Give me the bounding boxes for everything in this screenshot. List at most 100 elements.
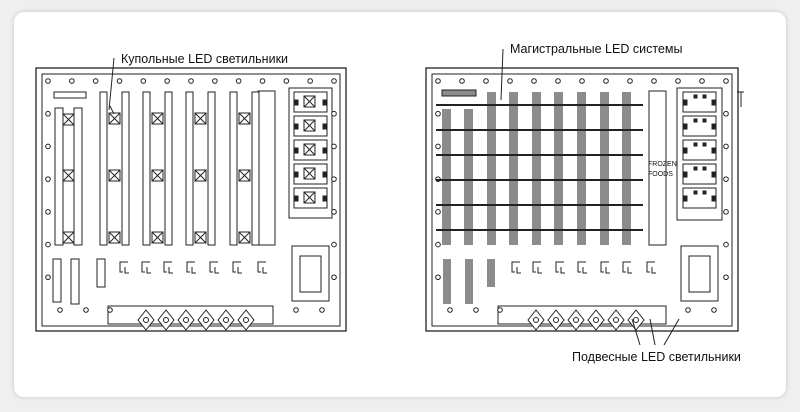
pendant-leader-2 — [649, 318, 656, 346]
left-dome-light — [303, 119, 316, 132]
left-dot-top — [45, 78, 51, 84]
right-freezer-tick — [702, 94, 707, 99]
right-dot-left — [435, 143, 441, 150]
right-dot-top — [555, 78, 561, 84]
right-checkout-box — [680, 245, 719, 302]
right-pendant-dot — [533, 317, 539, 323]
right-bottom-shelf-2 — [465, 259, 473, 304]
left-dome-light-diag-b — [151, 112, 164, 125]
pendant-leader-3 — [663, 318, 680, 346]
right-pendant-dot — [633, 317, 639, 323]
left-dome-light-diag-b — [194, 231, 207, 244]
right-floor-plan — [425, 67, 744, 332]
left-dot-right — [331, 143, 337, 150]
left-aisle-shelf-a — [229, 91, 238, 246]
right-bottom-shelf-3 — [487, 259, 495, 287]
left-hook-fixture — [119, 261, 129, 274]
left-aisle-shelf-a — [185, 91, 194, 246]
left-freezer-tick — [322, 123, 327, 130]
left-checkout-box — [291, 245, 330, 302]
left-freezer-tick — [294, 171, 299, 178]
right-dot-top — [651, 78, 657, 84]
right-outer-wall — [425, 67, 739, 332]
left-dot-top — [307, 78, 313, 84]
left-bottom-shelf-3 — [96, 258, 106, 288]
right-linear-bar — [577, 92, 586, 245]
right-freezer-tick — [711, 123, 716, 130]
right-pendant-dot — [573, 317, 579, 323]
linear-systems-label: Магистральные LED системы — [510, 42, 682, 56]
right-dot-left — [435, 110, 441, 117]
left-freezer-block — [288, 87, 333, 219]
left-dot-right — [331, 209, 337, 215]
left-dot-right — [331, 241, 337, 248]
right-dot-right — [723, 241, 729, 248]
left-dot-right — [331, 274, 337, 281]
right-freezer-tick — [711, 147, 716, 154]
right-freezer-tick — [711, 99, 716, 106]
right-freezer-tick — [702, 166, 707, 171]
left-dot-top — [92, 78, 99, 84]
right-freezer-tick — [702, 118, 707, 123]
left-hook-fixture — [209, 261, 219, 274]
right-dot-top — [675, 78, 681, 84]
right-hook-fixture — [532, 261, 542, 274]
left-dome-light — [194, 231, 207, 244]
left-freezer-tick — [294, 195, 299, 202]
left-pendant-dot — [243, 317, 249, 323]
right-dot-bottom — [711, 307, 717, 313]
left-pendant-dot — [163, 317, 169, 323]
left-dot-left — [45, 274, 51, 281]
left-dome-light — [151, 231, 164, 244]
right-dot-top — [435, 78, 441, 84]
right-hook-fixture — [577, 261, 587, 274]
right-dot-top — [723, 78, 729, 84]
right-dot-bottom — [473, 307, 479, 313]
left-aisle-shelf-b — [121, 91, 130, 246]
right-freezer-tick — [683, 171, 688, 178]
left-hook-fixture — [186, 261, 196, 274]
right-dot-bottom — [685, 307, 691, 313]
right-linear-bar — [487, 92, 496, 245]
left-dome-light-diag-b — [303, 191, 316, 204]
left-outer-wall — [35, 67, 347, 332]
right-freezer-tick — [693, 142, 698, 147]
right-freezer-tick — [693, 166, 698, 171]
left-freezer-tick — [294, 99, 299, 106]
left-dome-light — [108, 231, 121, 244]
right-linear-bar — [622, 92, 631, 245]
right-dot-right — [723, 176, 729, 182]
right-hook-fixture — [511, 261, 521, 274]
right-checkout-inner — [688, 255, 711, 293]
frozen-foods-line1: FROZEN — [648, 161, 677, 168]
right-dot-top — [531, 78, 537, 84]
left-dome-light — [151, 169, 164, 182]
right-hook-fixture — [555, 261, 565, 274]
left-dot-left — [45, 143, 51, 150]
right-dot-left — [435, 209, 441, 215]
left-dot-bottom — [83, 307, 89, 313]
left-freezer-tick — [322, 171, 327, 178]
left-dot-top — [140, 78, 147, 84]
left-dot-top — [188, 78, 194, 84]
left-bottom-shelf-1 — [52, 258, 62, 303]
left-dot-right — [331, 110, 337, 117]
right-dot-bottom — [447, 307, 453, 313]
left-pendant-dot — [203, 317, 209, 323]
right-freezer-cell — [682, 91, 717, 113]
dome-leader-tip — [109, 105, 115, 115]
right-freezer-cell — [682, 139, 717, 161]
left-hook-fixture — [163, 261, 173, 274]
right-linear-bar — [532, 92, 541, 245]
left-dot-left — [45, 241, 51, 248]
left-freezer-tick — [294, 123, 299, 130]
left-dot-right — [331, 176, 337, 182]
right-freezer-cell — [682, 163, 717, 185]
left-dome-light — [238, 169, 251, 182]
left-dot-left — [45, 110, 51, 117]
right-dot-top — [459, 78, 465, 84]
pendant-leader-1 — [631, 318, 641, 346]
left-dome-light — [238, 231, 251, 244]
right-freezer-cell — [682, 115, 717, 137]
left-hook-fixture — [141, 261, 151, 274]
